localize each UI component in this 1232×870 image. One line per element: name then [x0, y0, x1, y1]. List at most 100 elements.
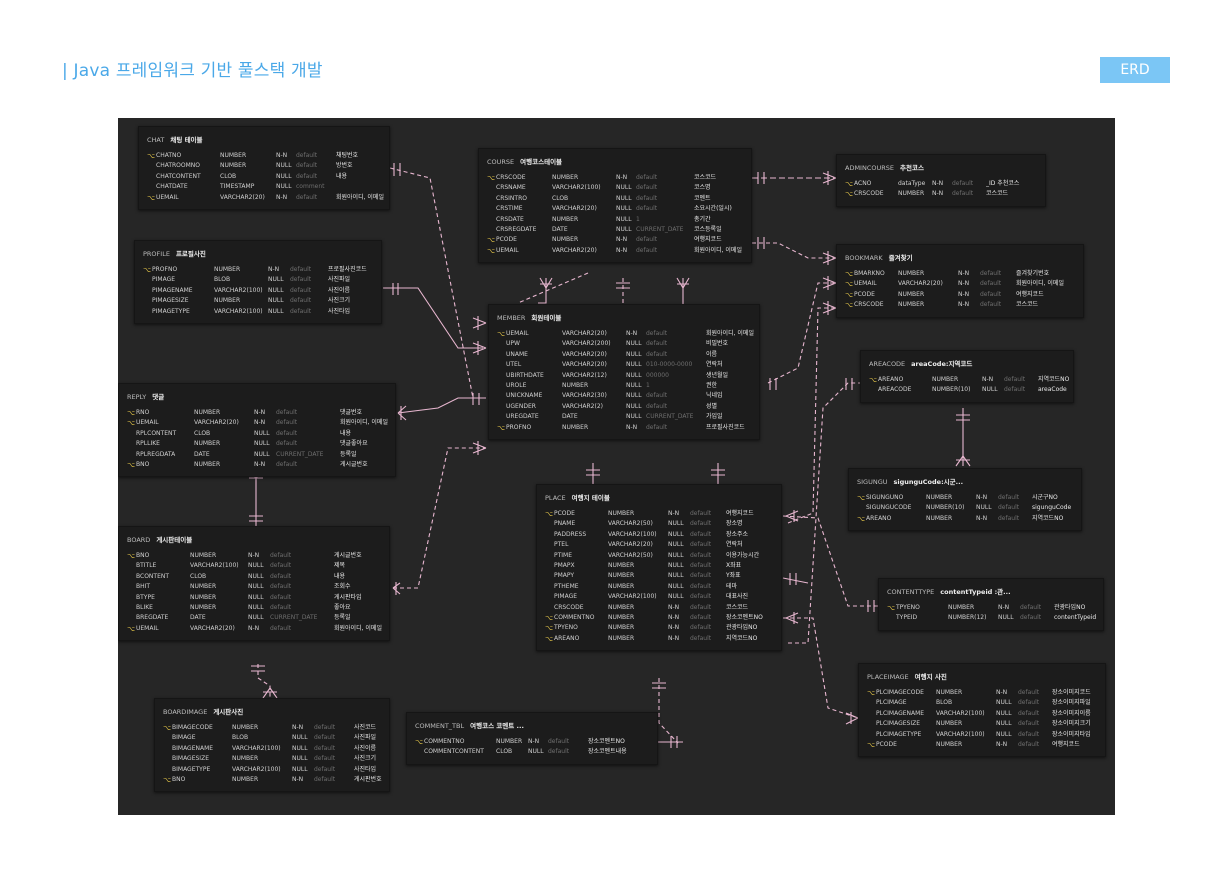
- column-default: comment: [296, 183, 325, 191]
- column-null: NULL: [626, 361, 642, 369]
